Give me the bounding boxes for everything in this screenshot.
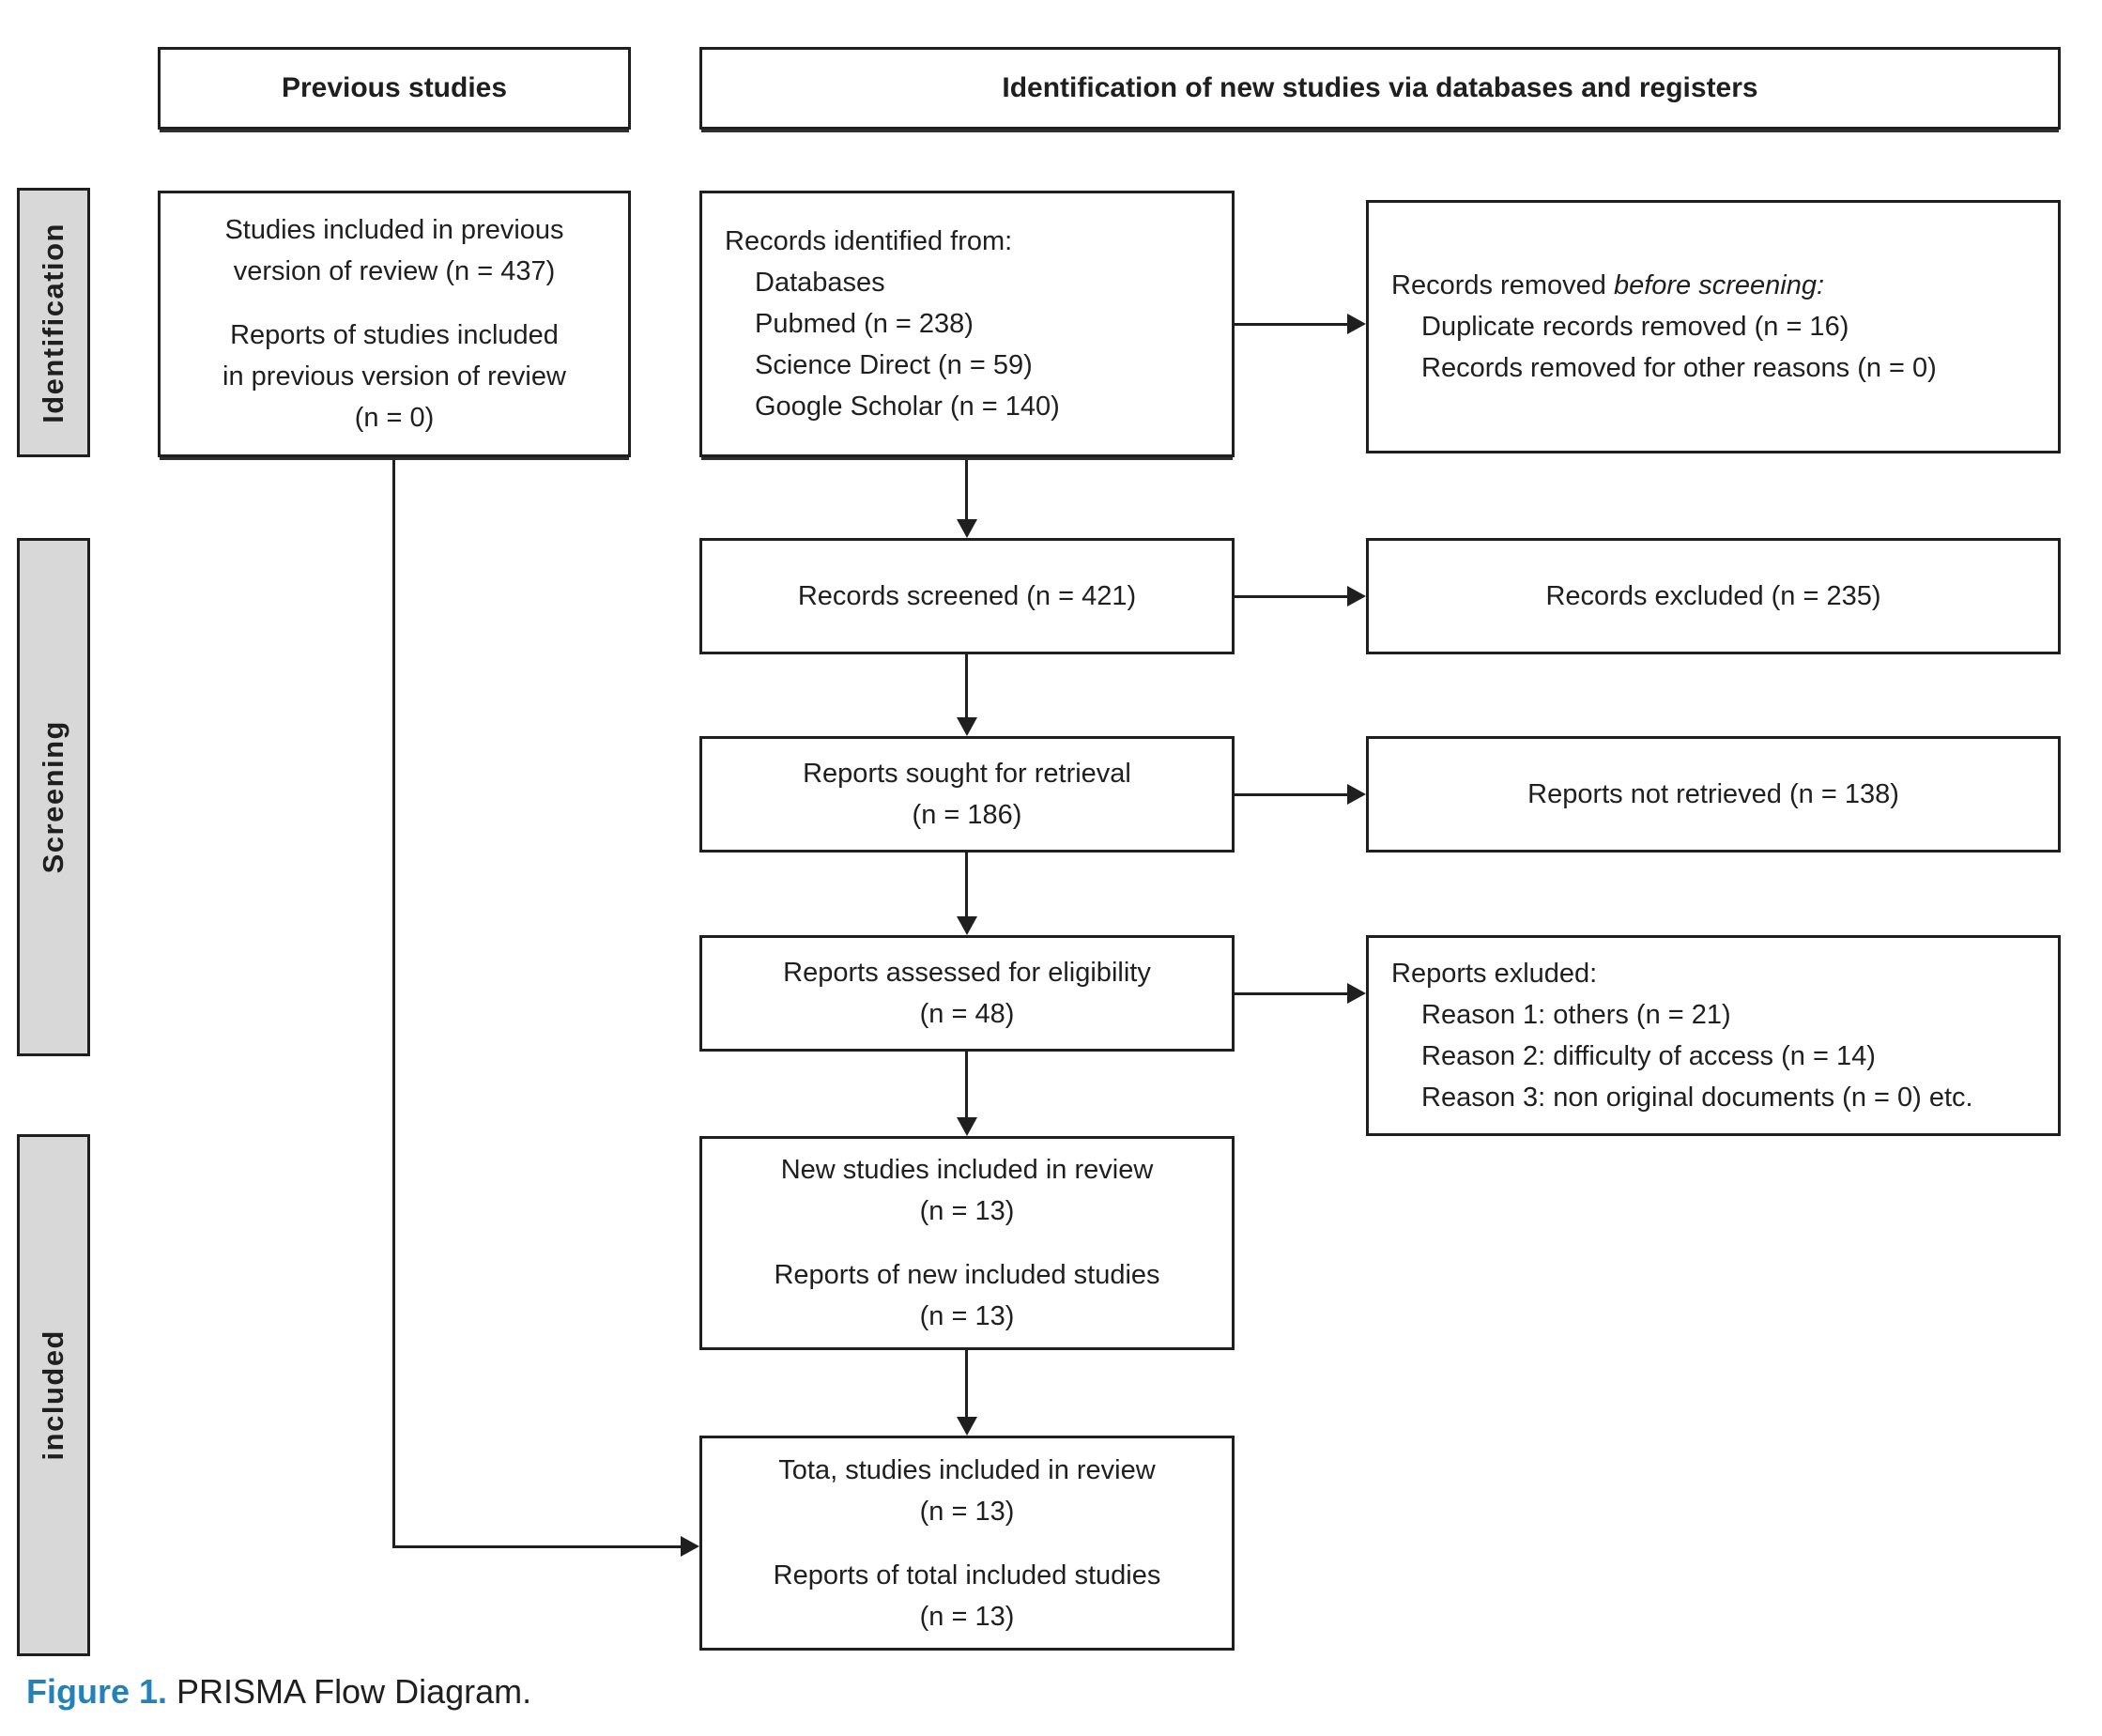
connector-previous-down <box>392 457 395 1548</box>
box-line: Records screened (n = 421) <box>797 581 1137 611</box>
box-line: Reports sought for retrieval <box>803 759 1131 789</box>
box-line: Reason 2: difficulty of access (n = 14) <box>1421 1041 1876 1071</box>
sidebar-included: included <box>17 1134 90 1656</box>
box-line-italic: before screening: <box>1613 270 1825 300</box>
box-line: in previous version of review <box>222 361 566 392</box>
arrow-right-icon <box>681 1536 699 1557</box>
connector-identified-to-screened <box>965 457 968 519</box>
box-line: (n = 13) <box>919 1301 1015 1331</box>
figure-caption-text: PRISMA Flow Diagram. <box>167 1672 532 1711</box>
header-identification-new-studies: Identification of new studies via databa… <box>699 47 2061 130</box>
sidebar-identification: Identification <box>17 188 90 457</box>
connector-assessed-to-new <box>965 1052 968 1117</box>
box-line: Duplicate records removed (n = 16) <box>1421 312 1849 342</box>
arrow-right-icon <box>1347 586 1366 607</box>
connector-assessed-to-reportsexcluded <box>1235 992 1349 995</box>
box-previous-studies-included: Studies included in previous version of … <box>158 191 631 457</box>
box-line: (n = 0) <box>354 403 435 433</box>
sidebar-screening: Screening <box>17 538 90 1056</box>
box-line: Reports exluded: <box>1391 959 1598 989</box>
figure-caption-label: Figure 1. <box>26 1672 168 1711</box>
arrow-right-icon <box>1347 784 1366 805</box>
sidebar-label: Screening <box>37 720 69 874</box>
box-line: Reports of studies included <box>230 320 559 350</box>
box-records-excluded: Records excluded (n = 235) <box>1366 538 2061 654</box>
arrow-right-icon <box>1347 983 1366 1004</box>
box-line: Science Direct (n = 59) <box>755 350 1033 380</box>
box-line: Studies included in previous <box>224 215 564 245</box>
connector-sought-to-notretrieved <box>1235 793 1349 796</box>
box-reports-not-retrieved: Reports not retrieved (n = 138) <box>1366 736 2061 853</box>
connector-screened-to-excluded <box>1235 595 1349 598</box>
box-reports-sought: Reports sought for retrieval (n = 186) <box>699 736 1235 853</box>
box-line: Records excluded (n = 235) <box>1545 581 1881 611</box>
box-line: Databases <box>755 268 885 298</box>
box-line-text: Records removed <box>1391 270 1614 300</box>
box-line: (n = 13) <box>919 1196 1015 1226</box>
box-records-identified: Records identified from: Databases Pubme… <box>699 191 1235 457</box>
box-line: Reports of total included studies <box>773 1559 1161 1590</box>
box-line: Records removed for other reasons (n = 0… <box>1421 353 1937 383</box>
box-records-screened: Records screened (n = 421) <box>699 538 1235 654</box>
box-line: (n = 13) <box>919 1601 1015 1632</box>
arrow-down-icon <box>957 1417 977 1436</box>
box-line: Reason 3: non original documents (n = 0)… <box>1421 1083 1973 1113</box>
box-records-removed: Records removed before screening: Duplic… <box>1366 200 2061 453</box>
box-line: Records removed before screening: <box>1391 265 1824 306</box>
box-line: Pubmed (n = 238) <box>755 309 974 339</box>
arrow-down-icon <box>957 717 977 736</box>
connector-sought-to-assessed <box>965 853 968 916</box>
box-line: Google Scholar (n = 140) <box>755 392 1060 422</box>
figure-caption: Figure 1. PRISMA Flow Diagram. <box>26 1671 531 1713</box>
connector-previous-to-total <box>392 1545 681 1548</box>
box-line: Records identified from: <box>725 226 1013 256</box>
header-previous-studies: Previous studies <box>158 47 631 130</box>
box-line: Reason 1: others (n = 21) <box>1421 1000 1731 1030</box>
connector-identified-to-removed <box>1235 323 1349 326</box>
header-label: Identification of new studies via databa… <box>1002 72 1758 103</box>
box-new-studies-included: New studies included in review (n = 13) … <box>699 1136 1235 1350</box>
arrow-down-icon <box>957 519 977 538</box>
header-label: Previous studies <box>281 72 508 103</box>
arrow-down-icon <box>957 1117 977 1136</box>
arrow-down-icon <box>957 916 977 935</box>
box-line: Reports not retrieved (n = 138) <box>1527 779 1899 809</box>
box-line: Reports assessed for eligibility <box>783 958 1151 988</box>
box-total-studies-included: Tota, studies included in review (n = 13… <box>699 1436 1235 1651</box>
sidebar-label: Identification <box>37 222 69 423</box>
arrow-right-icon <box>1347 314 1366 334</box>
box-line: New studies included in review <box>780 1155 1154 1185</box>
box-line: (n = 13) <box>919 1496 1015 1527</box>
box-line: Tota, studies included in review <box>778 1454 1156 1485</box>
sidebar-label: included <box>37 1329 69 1461</box>
box-line: (n = 186) <box>912 800 1022 830</box>
box-line: Reports of new included studies <box>774 1260 1160 1290</box>
box-reports-excluded: Reports exluded: Reason 1: others (n = 2… <box>1366 935 2061 1136</box>
box-line: (n = 48) <box>919 999 1015 1029</box>
connector-new-to-total <box>965 1350 968 1417</box>
box-line: version of review (n = 437) <box>233 256 556 286</box>
connector-screened-to-sought <box>965 654 968 717</box>
box-reports-assessed: Reports assessed for eligibility (n = 48… <box>699 935 1235 1052</box>
